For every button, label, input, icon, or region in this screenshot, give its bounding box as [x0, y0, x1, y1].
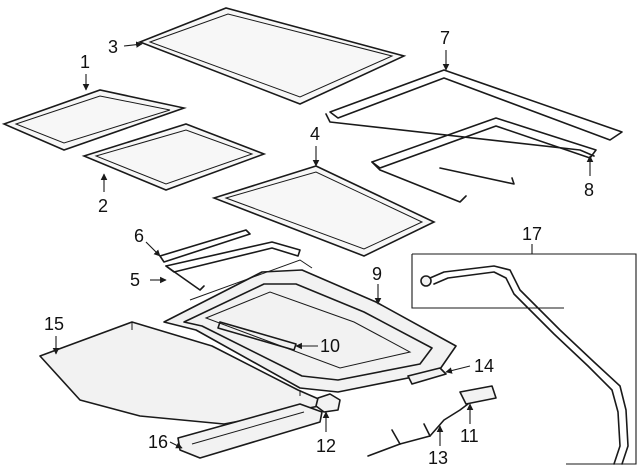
part-sunshade-handle: [177, 403, 323, 459]
part-control-module: [459, 385, 497, 405]
leader-lines: [52, 41, 594, 449]
part-glass-seal: [81, 123, 267, 191]
callout-labels: 1 2 3 4 5 6 7 8 9 10 11 12 13 14 15 16 1…: [44, 28, 594, 468]
part-deflector-arm: [165, 241, 301, 291]
part-front-glass-panel: [1, 89, 187, 151]
callout-7: 7: [440, 28, 450, 48]
callout-8: 8: [584, 180, 594, 200]
callout-12: 12: [316, 436, 336, 456]
part-motor: [315, 393, 341, 413]
callout-15: 15: [44, 314, 64, 334]
callout-3: 3: [108, 37, 118, 57]
part-rear-glass-panel: [137, 7, 407, 105]
callout-9: 9: [372, 264, 382, 284]
part-glass-panel-4: [211, 165, 436, 257]
callout-16: 16: [148, 432, 168, 452]
callout-14: 14: [474, 356, 494, 376]
callout-10: 10: [320, 336, 340, 356]
callout-11: 11: [460, 426, 479, 446]
part-sunroof-frame: [163, 259, 457, 393]
callout-1: 1: [80, 52, 90, 72]
callout-2: 2: [98, 196, 108, 216]
callout-17: 17: [522, 224, 542, 244]
callout-4: 4: [310, 124, 320, 144]
part-weatherstrip: [325, 69, 623, 157]
callout-6: 6: [134, 226, 144, 246]
callout-5: 5: [130, 270, 140, 290]
part-wire-harness: [367, 403, 469, 457]
callout-13: 13: [428, 448, 448, 468]
part-guide-rail: [217, 321, 297, 351]
part-bracket: [407, 367, 447, 385]
part-deflector: [159, 229, 251, 263]
part-drain-hose-group: [411, 253, 637, 465]
